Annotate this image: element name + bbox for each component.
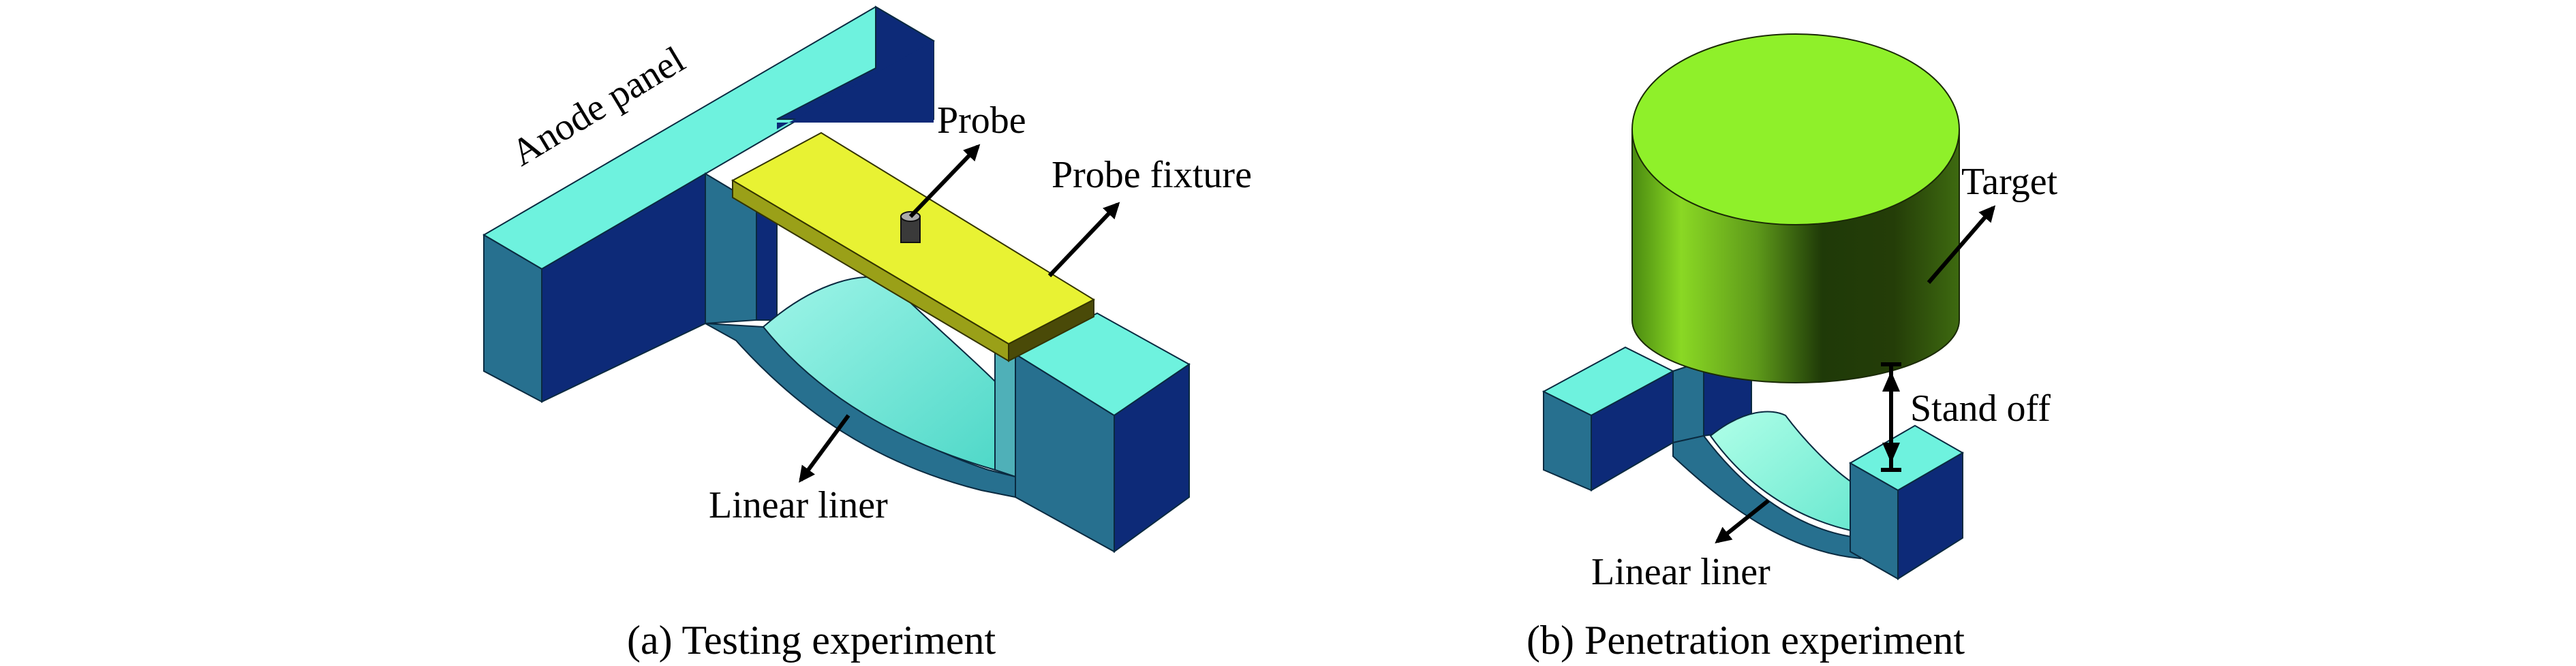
linear-liner-b-arrow [1715,498,1770,543]
target-label: Target [1961,161,2058,203]
stand-off-dimension [1881,362,1901,472]
stem-b [1672,360,1861,560]
panel-a: Anode panel Probe Probe fixture Linear l… [482,5,1252,663]
linear-liner-a-arrow [799,414,850,483]
panel-b: Target Stand off Linear liner (b) Penetr… [1527,33,2058,663]
probe-fixture-label: Probe fixture [1052,154,1252,196]
caption-b: (b) Penetration experiment [1527,618,1965,663]
stand-off-label: Stand off [1910,387,2051,430]
target-arrow [1927,205,1996,284]
probe-label: Probe [937,99,1026,142]
probe-fixture-arrow [1047,202,1120,278]
linear-liner-b [1709,411,1854,533]
linear-liner-a [762,276,996,471]
probe-arrow [908,144,981,219]
target-cylinder [1631,33,1960,383]
linear-liner-b-label: Linear liner [1591,551,1770,593]
anode-panel [482,5,935,403]
caption-a: (a) Testing experiment [627,618,996,663]
anode-stem [705,172,1191,553]
right-block-b [1848,424,1965,580]
left-block-b [1542,346,1675,492]
linear-liner-a-label: Linear liner [709,484,888,526]
